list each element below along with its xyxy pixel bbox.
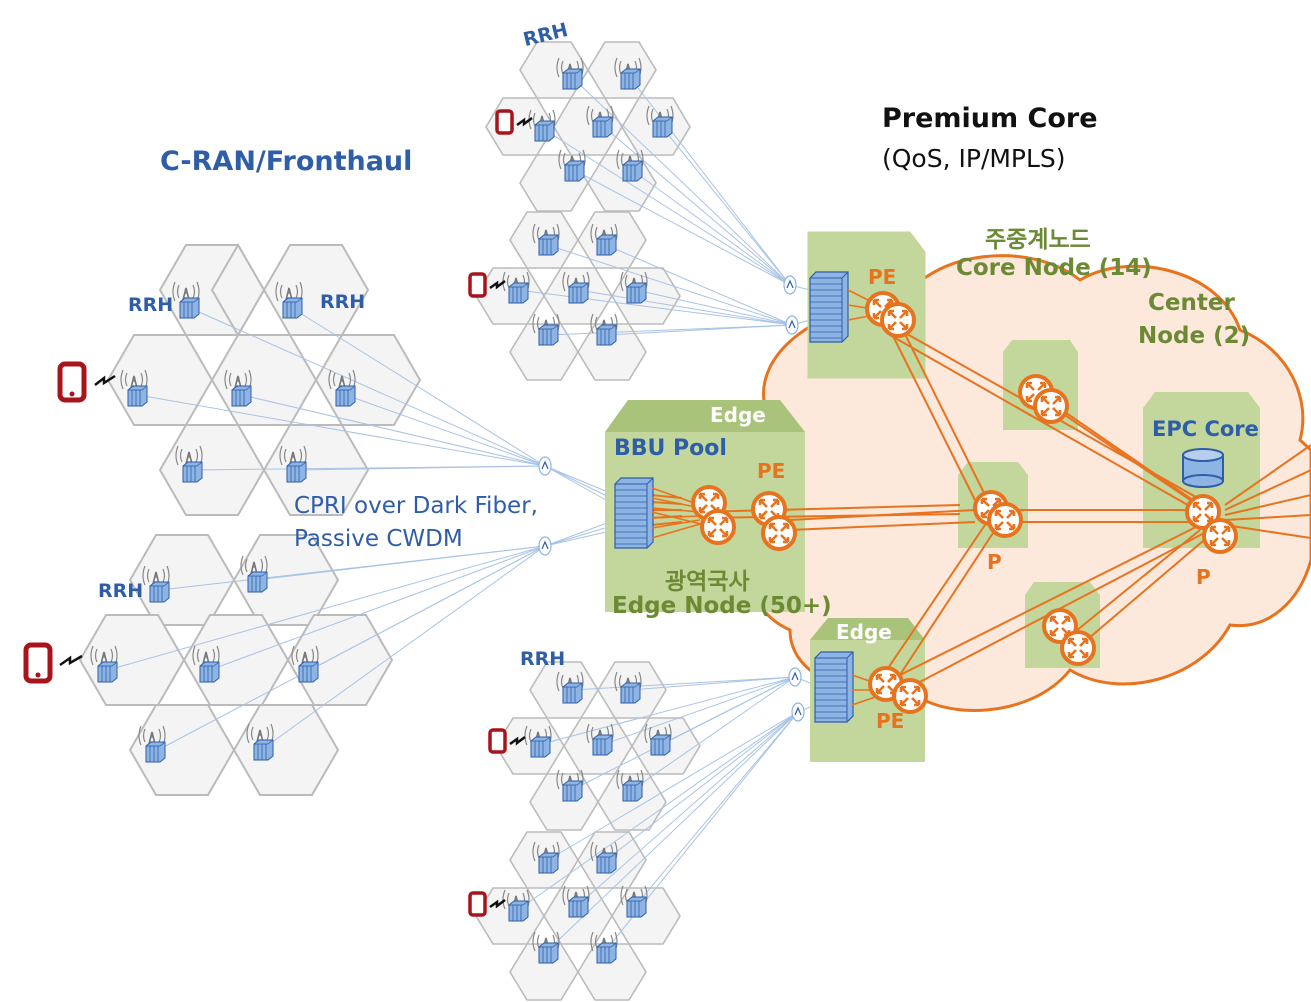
fiber-mux-icon [785,315,799,335]
premium-core-title: Premium Core [882,103,1098,134]
bbu-server-icon [614,477,654,549]
cpri-label-line1: CPRI over Dark Fiber, [294,493,538,519]
edge-label-main: Edge [710,403,766,427]
fronthaul-fibers [107,79,816,951]
edge-node-korean: 광역국사 [665,569,750,595]
router-icon [892,678,928,714]
fiber-mux-icon [783,275,797,295]
core-node-korean: 주중계노드 [985,227,1091,253]
pe-label-main: PE [757,459,786,483]
phone-small-icon [468,109,514,917]
edge-node-label: Edge Node (50+) [612,593,832,619]
fiber-mux-icon [538,536,552,556]
fiber-mux-icon [791,702,805,722]
router-icon [761,515,797,551]
router-icon [987,502,1023,538]
router-icon [1202,518,1238,554]
router-icon [1033,388,1069,424]
c-ran-title: C-RAN/Fronthaul [160,146,413,177]
edge-server-bottom-icon [814,651,854,723]
p-label-middle: P [987,550,1002,574]
bbu-pool-label: BBU Pool [614,436,727,461]
router-icon [880,302,916,338]
rrh-label: RRH [320,291,366,313]
epc-core-label: EPC Core [1152,417,1259,441]
router-icon [700,509,736,545]
cpri-label-line2: Passive CWDM [294,526,463,552]
radio-link-icon [59,117,533,909]
hex-cluster-left-top [106,243,422,516]
rrh-label: RRH [128,294,174,316]
premium-core-subtitle: (QoS, IP/MPLS) [882,144,1066,173]
edge-server-top-icon [809,271,849,343]
center-node-line1: Center [1148,290,1235,316]
database-icon [1182,448,1224,488]
pe-label-top: PE [868,265,897,289]
rrh-label: RRH [98,580,144,602]
pe-label-bottom: PE [876,709,905,733]
fiber-mux-icon [788,667,802,687]
hex-cluster-small-3 [495,661,701,831]
router-icon [1060,630,1096,666]
core-node-label: Core Node (14) [956,255,1152,281]
p-label-epc: P [1196,565,1211,589]
center-node-line2: Node (2) [1138,323,1251,349]
rrh-label: RRH [520,648,566,670]
hex-cluster-left-bottom [78,534,394,796]
fiber-mux-icon [538,456,552,476]
edge-label-bottom: Edge [836,620,892,644]
